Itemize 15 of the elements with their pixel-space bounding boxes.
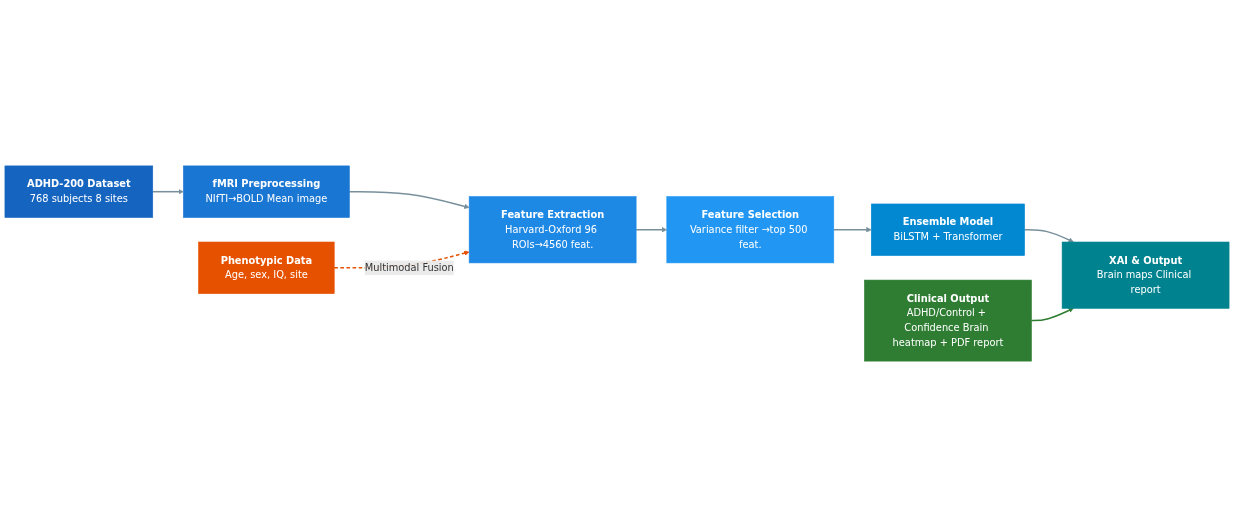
node-box: ADHD-200 Dataset 768 subjects 8 sites [4, 165, 154, 218]
arrow [348, 190, 470, 209]
arrow [1023, 228, 1074, 243]
arrow [635, 227, 668, 233]
node-box: XAI & Output Brain maps Clinical report [1061, 241, 1230, 309]
node-box: fMRI Preprocessing NIfTI→BOLD Mean image [183, 165, 350, 218]
node-box: Feature Selection Variance filter →top 500 feat. [666, 196, 835, 264]
edge-label: Multimodal Fusion [364, 261, 454, 274]
node-box: Feature Extraction Harvard-Oxford 96 ROIs→4560 feat. [468, 196, 637, 264]
node-box: Phenotypic Data Age, sex, IQ, site [198, 241, 335, 294]
arrow [151, 188, 184, 195]
arrow [833, 227, 872, 233]
arrow [1030, 307, 1074, 322]
node-box: Ensemble Model BiLSTM + Transformer [871, 203, 1025, 256]
node-box: Clinical Output ADHD/Control + Confidence Brain heatmap + PDF report [864, 279, 1032, 362]
